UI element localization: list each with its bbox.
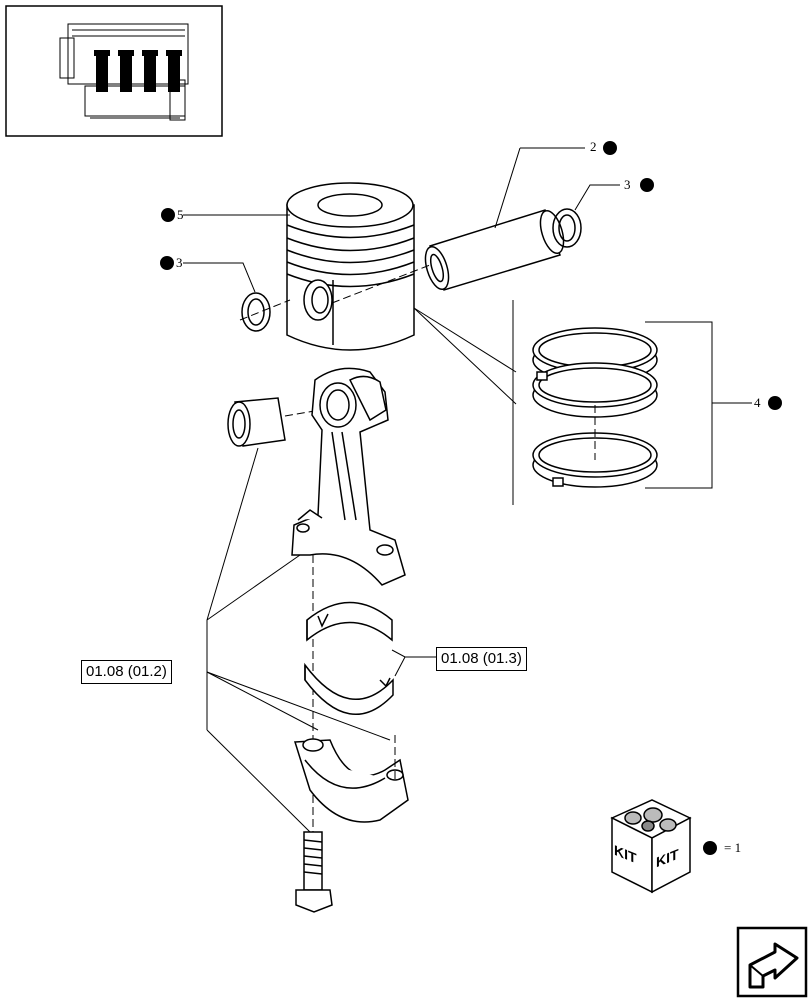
- callout-leaders: [183, 147, 752, 505]
- bearing-shell-lower[interactable]: [304, 662, 394, 716]
- callout-circlip-left: 3: [176, 255, 183, 270]
- circlip-right[interactable]: [552, 208, 582, 248]
- kit-marker-dots: [160, 141, 782, 855]
- callout-piston: 5: [177, 207, 184, 222]
- connecting-rod-cap[interactable]: [293, 738, 409, 823]
- bearing-shell-upper[interactable]: [306, 601, 393, 642]
- reference-big-end-bearing[interactable]: 01.08 (01.2): [81, 660, 172, 684]
- pin-axis-line: [331, 264, 431, 304]
- next-page-arrow-icon[interactable]: [736, 926, 808, 998]
- circlip-left[interactable]: [241, 292, 271, 332]
- callout-piston-rings: 4: [754, 395, 761, 410]
- reference-leaders: [206, 447, 436, 833]
- connecting-rod[interactable]: [291, 367, 406, 586]
- kit-legend: = 1: [724, 840, 742, 855]
- piston-pin[interactable]: [421, 208, 568, 292]
- callout-piston-pin: 2: [590, 139, 597, 154]
- circlip-axis-line: [239, 299, 291, 321]
- callout-circlip-right: 3: [624, 177, 631, 192]
- engine-thumbnail-icon[interactable]: [5, 5, 223, 137]
- reference-bearing-shells[interactable]: 01.08 (01.3): [436, 647, 527, 671]
- small-end-bushing[interactable]: [227, 397, 286, 447]
- kit-box-icon[interactable]: [610, 799, 692, 894]
- piston-rings[interactable]: [532, 327, 658, 488]
- piston[interactable]: [286, 182, 415, 351]
- connecting-rod-bolt[interactable]: [295, 831, 333, 913]
